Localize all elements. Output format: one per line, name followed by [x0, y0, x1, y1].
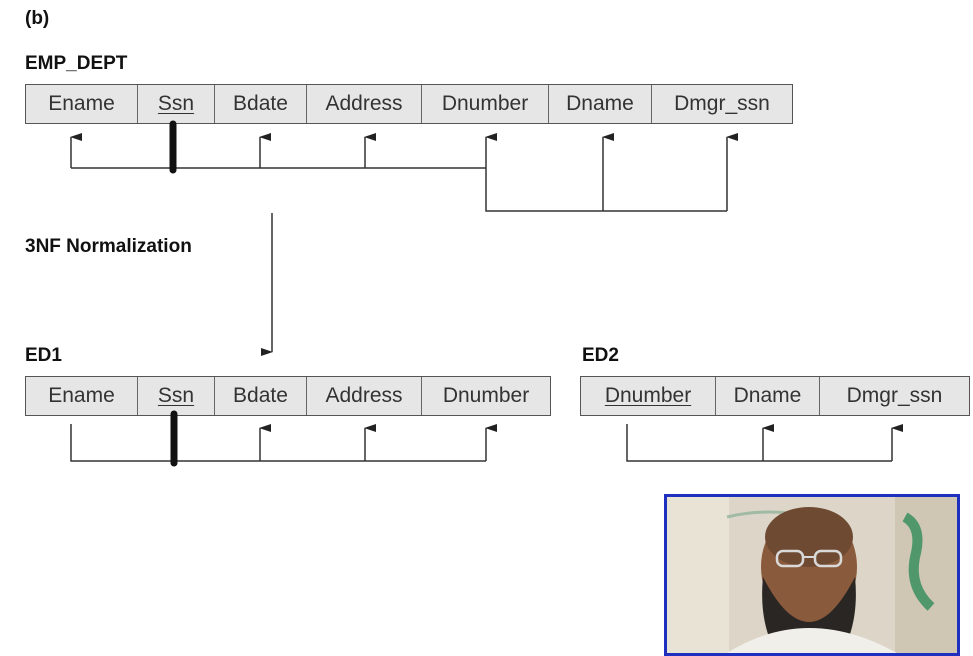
emp-dept-fd-dnumber-line — [485, 168, 727, 212]
ed1-attr-dnumber: Dnumber — [442, 384, 530, 407]
ed2-title: ED2 — [582, 345, 619, 366]
ed2-relation: Dnumber Dname Dmgr_ssn — [580, 376, 970, 416]
emp-dept-attr-address: Address — [307, 85, 422, 123]
figure-label: (b) — [25, 8, 50, 29]
normalization-step-label: 3NF Normalization — [25, 236, 192, 257]
emp-dept-attr-dnumber: Dnumber — [422, 85, 549, 123]
emp-dept-relation: Ename Ssn Bdate Address Dnumber Dname Dm… — [25, 84, 793, 124]
emp-dept-attr-bdate: Bdate — [215, 85, 307, 123]
emp-dept-title: EMP_DEPT — [25, 53, 128, 74]
ed1-relation: Ename Ssn Bdate Address Dnumber — [25, 376, 551, 416]
emp-dept-attr-dmgr-ssn: Dmgr_ssn — [674, 92, 770, 115]
presenter-video — [664, 494, 960, 656]
ed2-attr-dnumber: Dnumber — [581, 377, 716, 415]
ed1-attr-address: Address — [307, 377, 422, 415]
emp-dept-attr-ssn: Ssn — [138, 85, 215, 123]
ed1-title: ED1 — [25, 345, 62, 366]
emp-dept-attr-ename: Ename — [26, 85, 138, 123]
emp-dept-attr-dname: Dname — [549, 85, 652, 123]
ed1-fd-line — [70, 424, 486, 462]
ed2-attr-dname: Dname — [716, 377, 820, 415]
presenter-figure — [667, 497, 957, 653]
ed2-attr-dmgr-ssn: Dmgr_ssn — [846, 384, 943, 407]
ed1-attr-bdate: Bdate — [215, 377, 307, 415]
ed2-fd-line — [626, 424, 892, 462]
ed1-attr-ename: Ename — [26, 377, 138, 415]
ed1-attr-ssn: Ssn — [138, 377, 215, 415]
